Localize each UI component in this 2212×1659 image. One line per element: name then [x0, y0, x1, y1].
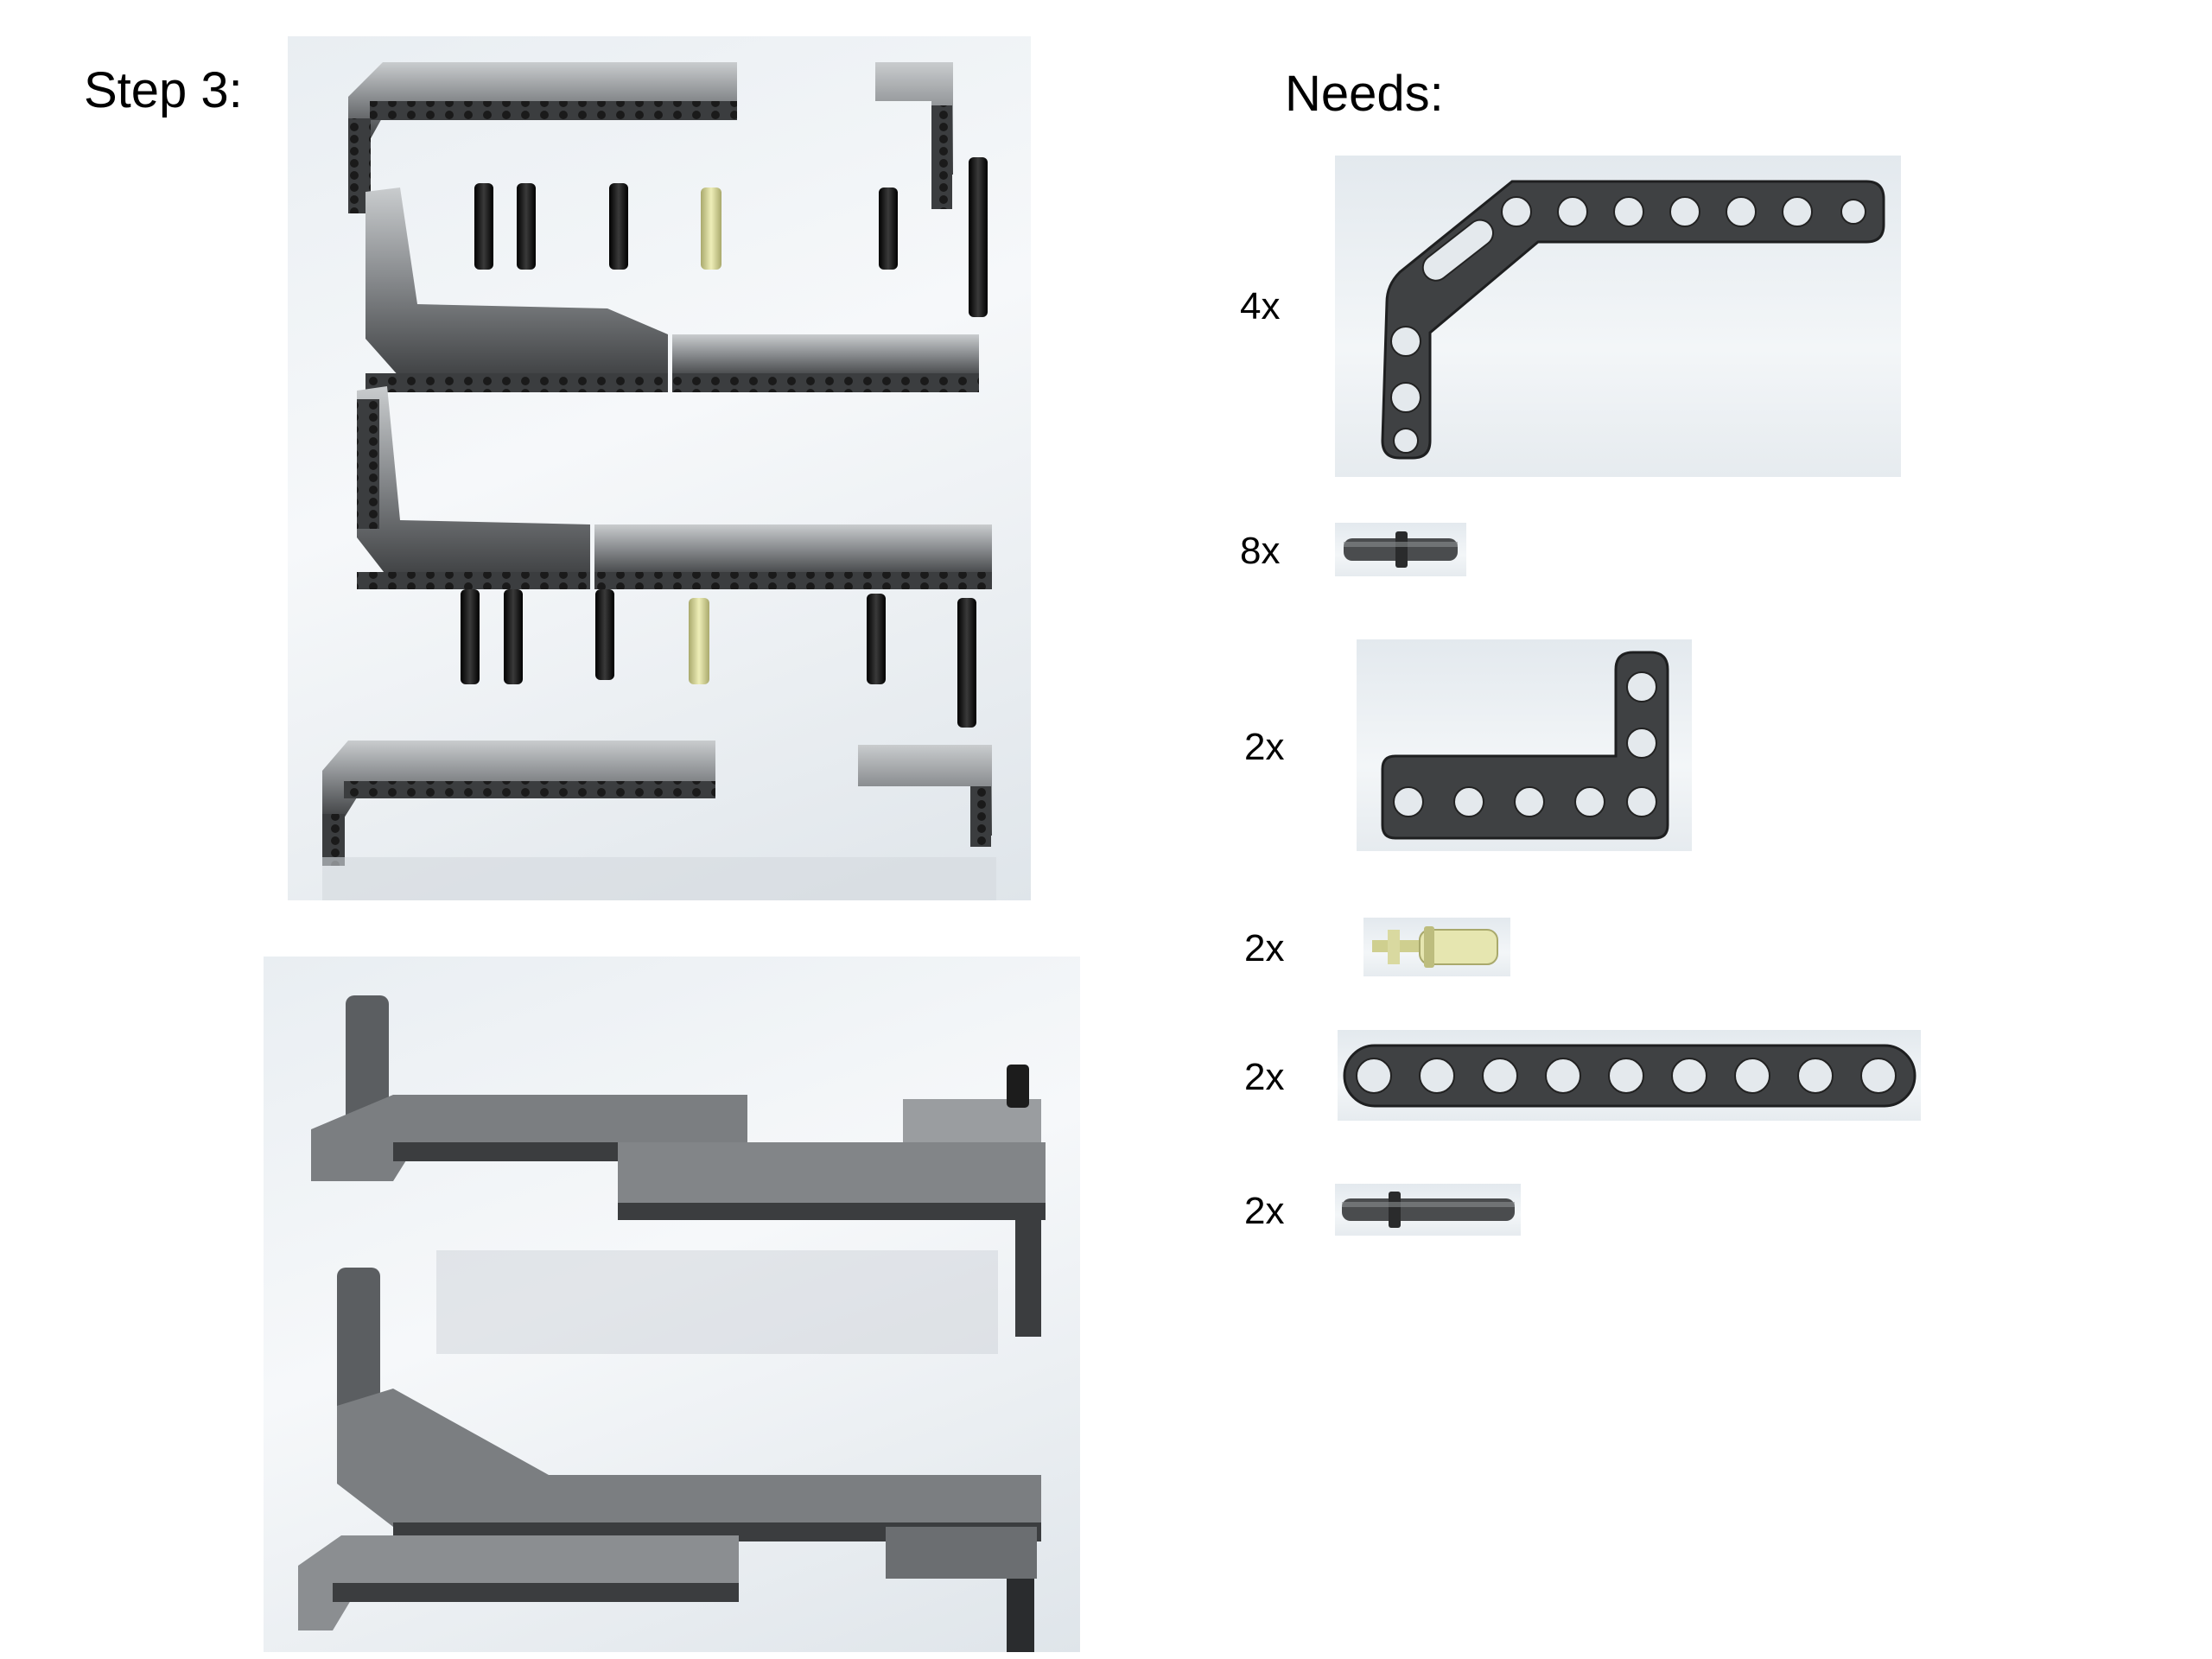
part-image-straight-beam [1338, 1030, 1921, 1121]
exploded-assembly-drawing [322, 62, 996, 900]
assembled-upper-frame [311, 995, 1046, 1337]
bottom-frame-layer [322, 741, 996, 900]
exploded-assembly-view [288, 36, 1031, 900]
part-image-l-beam [1357, 639, 1692, 851]
part-qty: 4x [1240, 285, 1281, 327]
axle-pin-icon [1372, 926, 1498, 968]
part-image-axle-pin [1363, 918, 1510, 976]
pins-row-1 [474, 157, 988, 317]
short-pin-icon [1344, 531, 1458, 568]
assembled-lower-frame [298, 1268, 1041, 1652]
assembled-ghost-layer [436, 1250, 998, 1354]
pins-row-2 [461, 589, 976, 728]
part-image-short-pin [1335, 523, 1466, 576]
straight-beam-icon [1343, 1044, 1916, 1108]
part-image-bent-liftarm [1335, 156, 1901, 477]
part-qty: 2x [1244, 1190, 1285, 1232]
middle-frame-layer [357, 386, 992, 589]
part-qty: 2x [1244, 927, 1285, 969]
step-title: Step 3: [84, 62, 243, 118]
l-beam-icon [1381, 651, 1669, 840]
part-image-long-pin [1335, 1184, 1521, 1236]
needs-title: Needs: [1285, 66, 1444, 122]
part-qty: 2x [1244, 726, 1285, 768]
assembled-view [264, 957, 1080, 1652]
part-qty: 2x [1244, 1056, 1285, 1098]
assembled-drawing [298, 995, 1046, 1652]
bent-liftarm-icon [1381, 180, 1885, 460]
part-qty: 8x [1240, 530, 1281, 572]
top-frame-layer [348, 62, 979, 392]
long-pin-icon [1342, 1192, 1515, 1228]
